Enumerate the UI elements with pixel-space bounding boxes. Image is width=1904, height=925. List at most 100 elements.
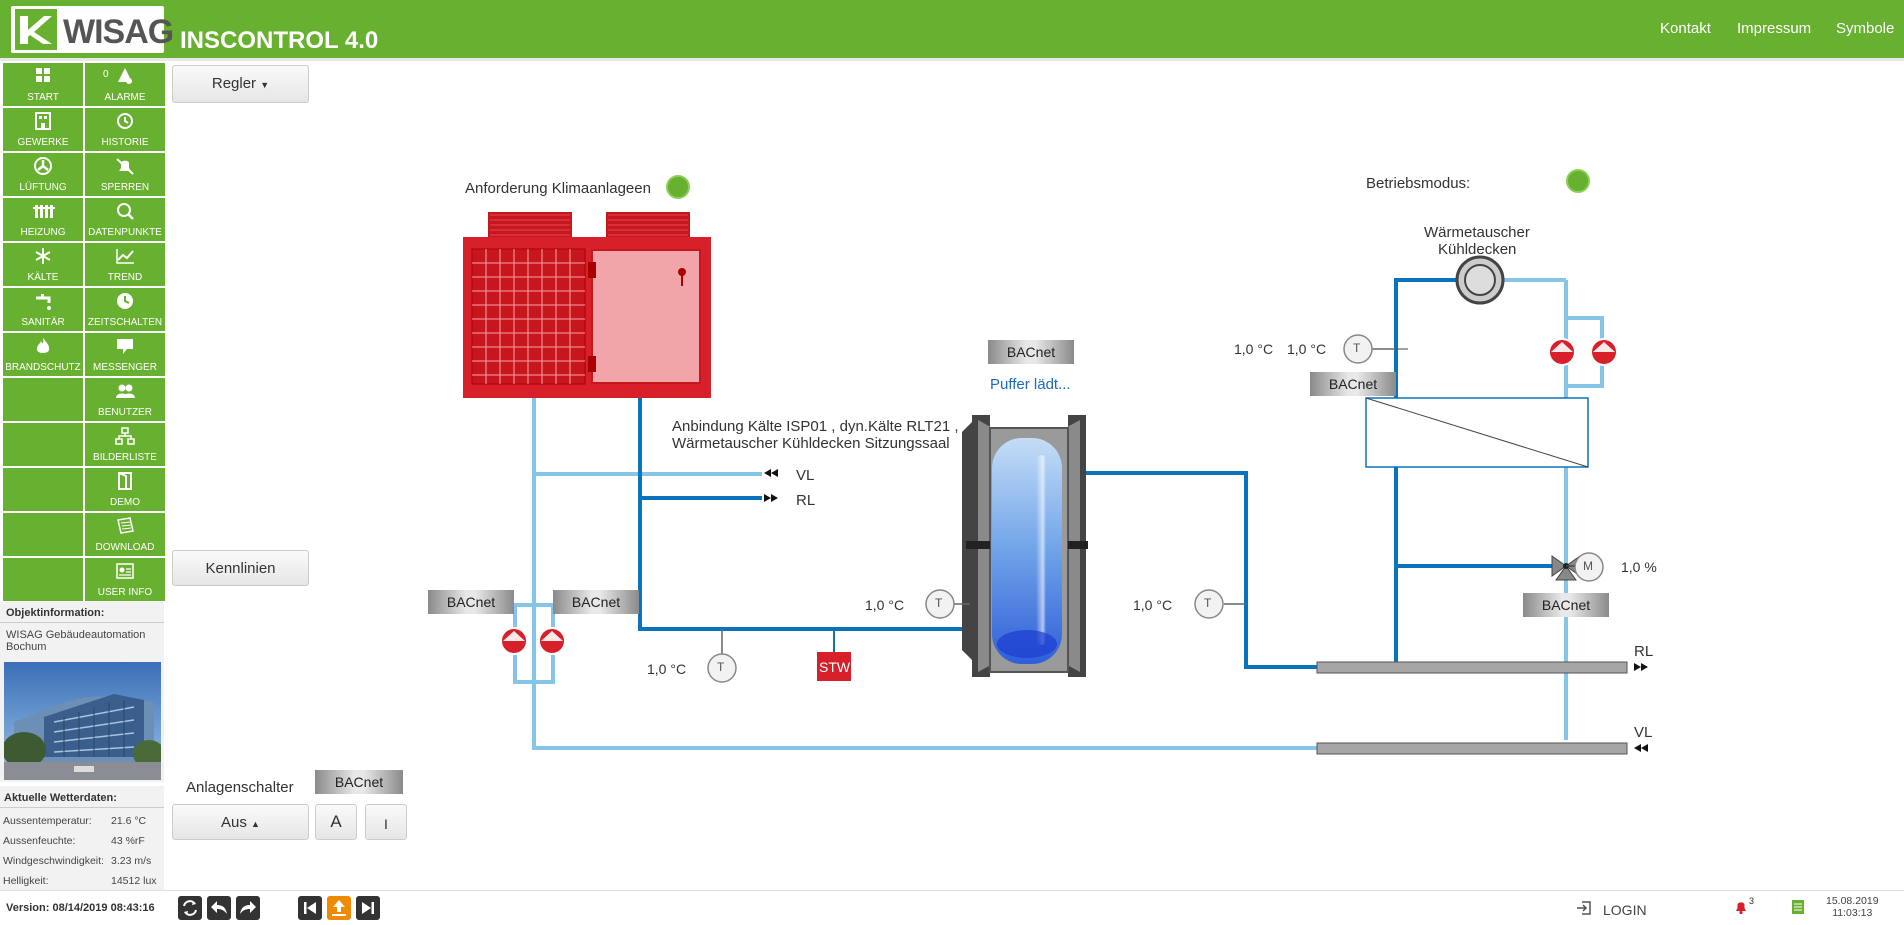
- nav-empty-tile: [3, 468, 83, 511]
- nav-demo[interactable]: DEMO: [85, 468, 165, 511]
- puffer-status: Puffer lädt...: [990, 376, 1071, 393]
- aus-dropdown[interactable]: Aus ▲: [172, 804, 309, 840]
- temp-value-top-1: 1,0 °C: [1234, 341, 1274, 357]
- nav-label: MESSENGER: [93, 362, 157, 373]
- upload-button[interactable]: [327, 896, 351, 920]
- nav-label: LÜFTUNG: [19, 182, 67, 193]
- rl-label: RL: [796, 492, 816, 509]
- alarm-count: 0: [103, 69, 109, 80]
- nav-start[interactable]: START: [3, 63, 83, 106]
- nav-messenger[interactable]: MESSENGER: [85, 333, 165, 376]
- temp-sensor-buffer-right: [1194, 589, 1224, 619]
- kennlinien-label: Kennlinien: [205, 560, 276, 577]
- heat-exchanger-fan: [1455, 255, 1505, 305]
- redo-arrow-icon: [240, 901, 256, 914]
- caret-up-icon: ▲: [251, 819, 260, 829]
- nav-label: BILDERLISTE: [93, 452, 157, 463]
- bacnet-badge-exchanger[interactable]: BACnet: [1310, 372, 1396, 396]
- buffer-tank: [962, 415, 1088, 677]
- weather-label: Aussenfeuchte:: [3, 835, 76, 847]
- weather-heading: Aktuelle Wetterdaten:: [0, 786, 164, 808]
- nav-gewerke[interactable]: GEWERKE: [3, 108, 83, 151]
- nav-sanitaer[interactable]: SANITÄR: [3, 288, 83, 331]
- temp-value-top-2: 1,0 °C: [1287, 341, 1327, 357]
- nav-sperren[interactable]: SPERREN: [85, 153, 165, 196]
- object-info-text: WISAG Gebäudeautomation Bochum: [6, 629, 146, 653]
- auto-button[interactable]: A: [315, 804, 357, 840]
- bacnet-badge-buffer[interactable]: BACnet: [988, 340, 1074, 364]
- logo-text: WISAG: [63, 13, 174, 51]
- aus-label: Aus: [221, 814, 247, 831]
- nav-heizung[interactable]: HEIZUNG: [3, 198, 83, 241]
- on-button[interactable]: I: [365, 804, 407, 840]
- sensor-t-label: T: [1204, 596, 1212, 610]
- clock-icon: [117, 293, 133, 309]
- nav-label: DATENPUNKTE: [88, 227, 162, 238]
- skip-back-icon: [304, 902, 316, 914]
- first-page-button[interactable]: [298, 896, 322, 920]
- nav-user-info[interactable]: USER INFO: [85, 558, 165, 601]
- temp-value-return: 1,0 °C: [647, 661, 687, 677]
- sensor-t-label: T: [935, 596, 943, 610]
- vl-header-label: VL: [1634, 724, 1653, 741]
- nav-label: ZEITSCHALTEN: [87, 317, 163, 328]
- regler-dropdown[interactable]: Regler ▼: [172, 65, 309, 103]
- weather-row: Helligkeit:14512 lux: [3, 875, 163, 887]
- nav-label: ALARME: [104, 92, 146, 103]
- back-button[interactable]: [207, 896, 231, 920]
- bacnet-badge-pump-left[interactable]: BACnet: [428, 590, 514, 614]
- alarm-bell-icon[interactable]: [1733, 899, 1749, 915]
- undo-arrow-icon: [211, 901, 227, 914]
- download-doc-icon: [117, 517, 134, 534]
- login-link[interactable]: LOGIN: [1603, 902, 1647, 918]
- nav-label: HISTORIE: [101, 137, 149, 148]
- forward-button[interactable]: [236, 896, 260, 920]
- nav-zeitschalten[interactable]: ZEITSCHALTEN: [85, 288, 165, 331]
- nav-label: START: [27, 92, 59, 103]
- skip-forward-icon: [362, 902, 374, 914]
- nav-historie[interactable]: HISTORIE: [85, 108, 165, 151]
- nav-label: TREND: [107, 272, 143, 283]
- nav-kaelte[interactable]: KÄLTE: [3, 243, 83, 286]
- bacnet-badge-switch[interactable]: BACnet: [315, 770, 403, 794]
- sensor-t-label: T: [717, 660, 725, 674]
- nav-download[interactable]: DOWNLOAD: [85, 513, 165, 556]
- nav-label: SPERREN: [100, 182, 150, 193]
- wisag-logo[interactable]: WISAG: [11, 6, 174, 53]
- refresh-button[interactable]: [178, 896, 202, 920]
- last-page-button[interactable]: [356, 896, 380, 920]
- kontakt-link[interactable]: Kontakt: [1660, 20, 1711, 37]
- weather-row: Aussentemperatur:21.6 °C: [3, 815, 163, 827]
- nav-alarme[interactable]: 0 ALARME: [85, 63, 165, 106]
- faucet-icon: [36, 294, 51, 310]
- hydraulic-diagram: [463, 169, 1648, 755]
- nav-bilderliste[interactable]: BILDERLISTE: [85, 423, 165, 466]
- weather-row: Aussenfeuchte:43 %rF: [3, 835, 163, 847]
- nav-benutzer[interactable]: BENUTZER: [85, 378, 165, 421]
- logo-mark-icon: [15, 9, 57, 50]
- rl-header-bar: [1316, 661, 1628, 674]
- bacnet-badge-valve[interactable]: BACnet: [1523, 593, 1609, 617]
- stw-label: STW: [819, 659, 851, 675]
- history-icon: [117, 113, 133, 129]
- nav-label: KÄLTE: [27, 272, 59, 283]
- vl-label: VL: [796, 467, 815, 484]
- bacnet-badge-pump-right[interactable]: BACnet: [553, 590, 639, 614]
- temp-sensor-buffer-left: [925, 589, 955, 619]
- anbindung-text-2: Wärmetauscher Kühldecken Sitzungssaal: [672, 435, 950, 452]
- nav-lueftung[interactable]: LÜFTUNG: [3, 153, 83, 196]
- nav-label: DEMO: [110, 497, 140, 508]
- symbole-link[interactable]: Symbole: [1836, 20, 1895, 37]
- nav-brandschutz[interactable]: BRANDSCHUTZ: [3, 333, 83, 376]
- nav-trend[interactable]: TREND: [85, 243, 165, 286]
- kennlinien-button[interactable]: Kennlinien: [172, 550, 309, 586]
- nav-empty-tile: [3, 378, 83, 421]
- impressum-link[interactable]: Impressum: [1737, 20, 1812, 37]
- version-text: Version: 08/14/2019 08:43:16: [6, 902, 155, 914]
- temp-value-buffer-left: 1,0 °C: [865, 597, 905, 613]
- weather-label: Helligkeit:: [3, 875, 49, 887]
- bell-off-icon: [116, 158, 134, 175]
- nav-datenpunkte[interactable]: DATENPUNKTE: [85, 198, 165, 241]
- stw-box: [817, 652, 851, 681]
- login-icon[interactable]: [1576, 900, 1592, 916]
